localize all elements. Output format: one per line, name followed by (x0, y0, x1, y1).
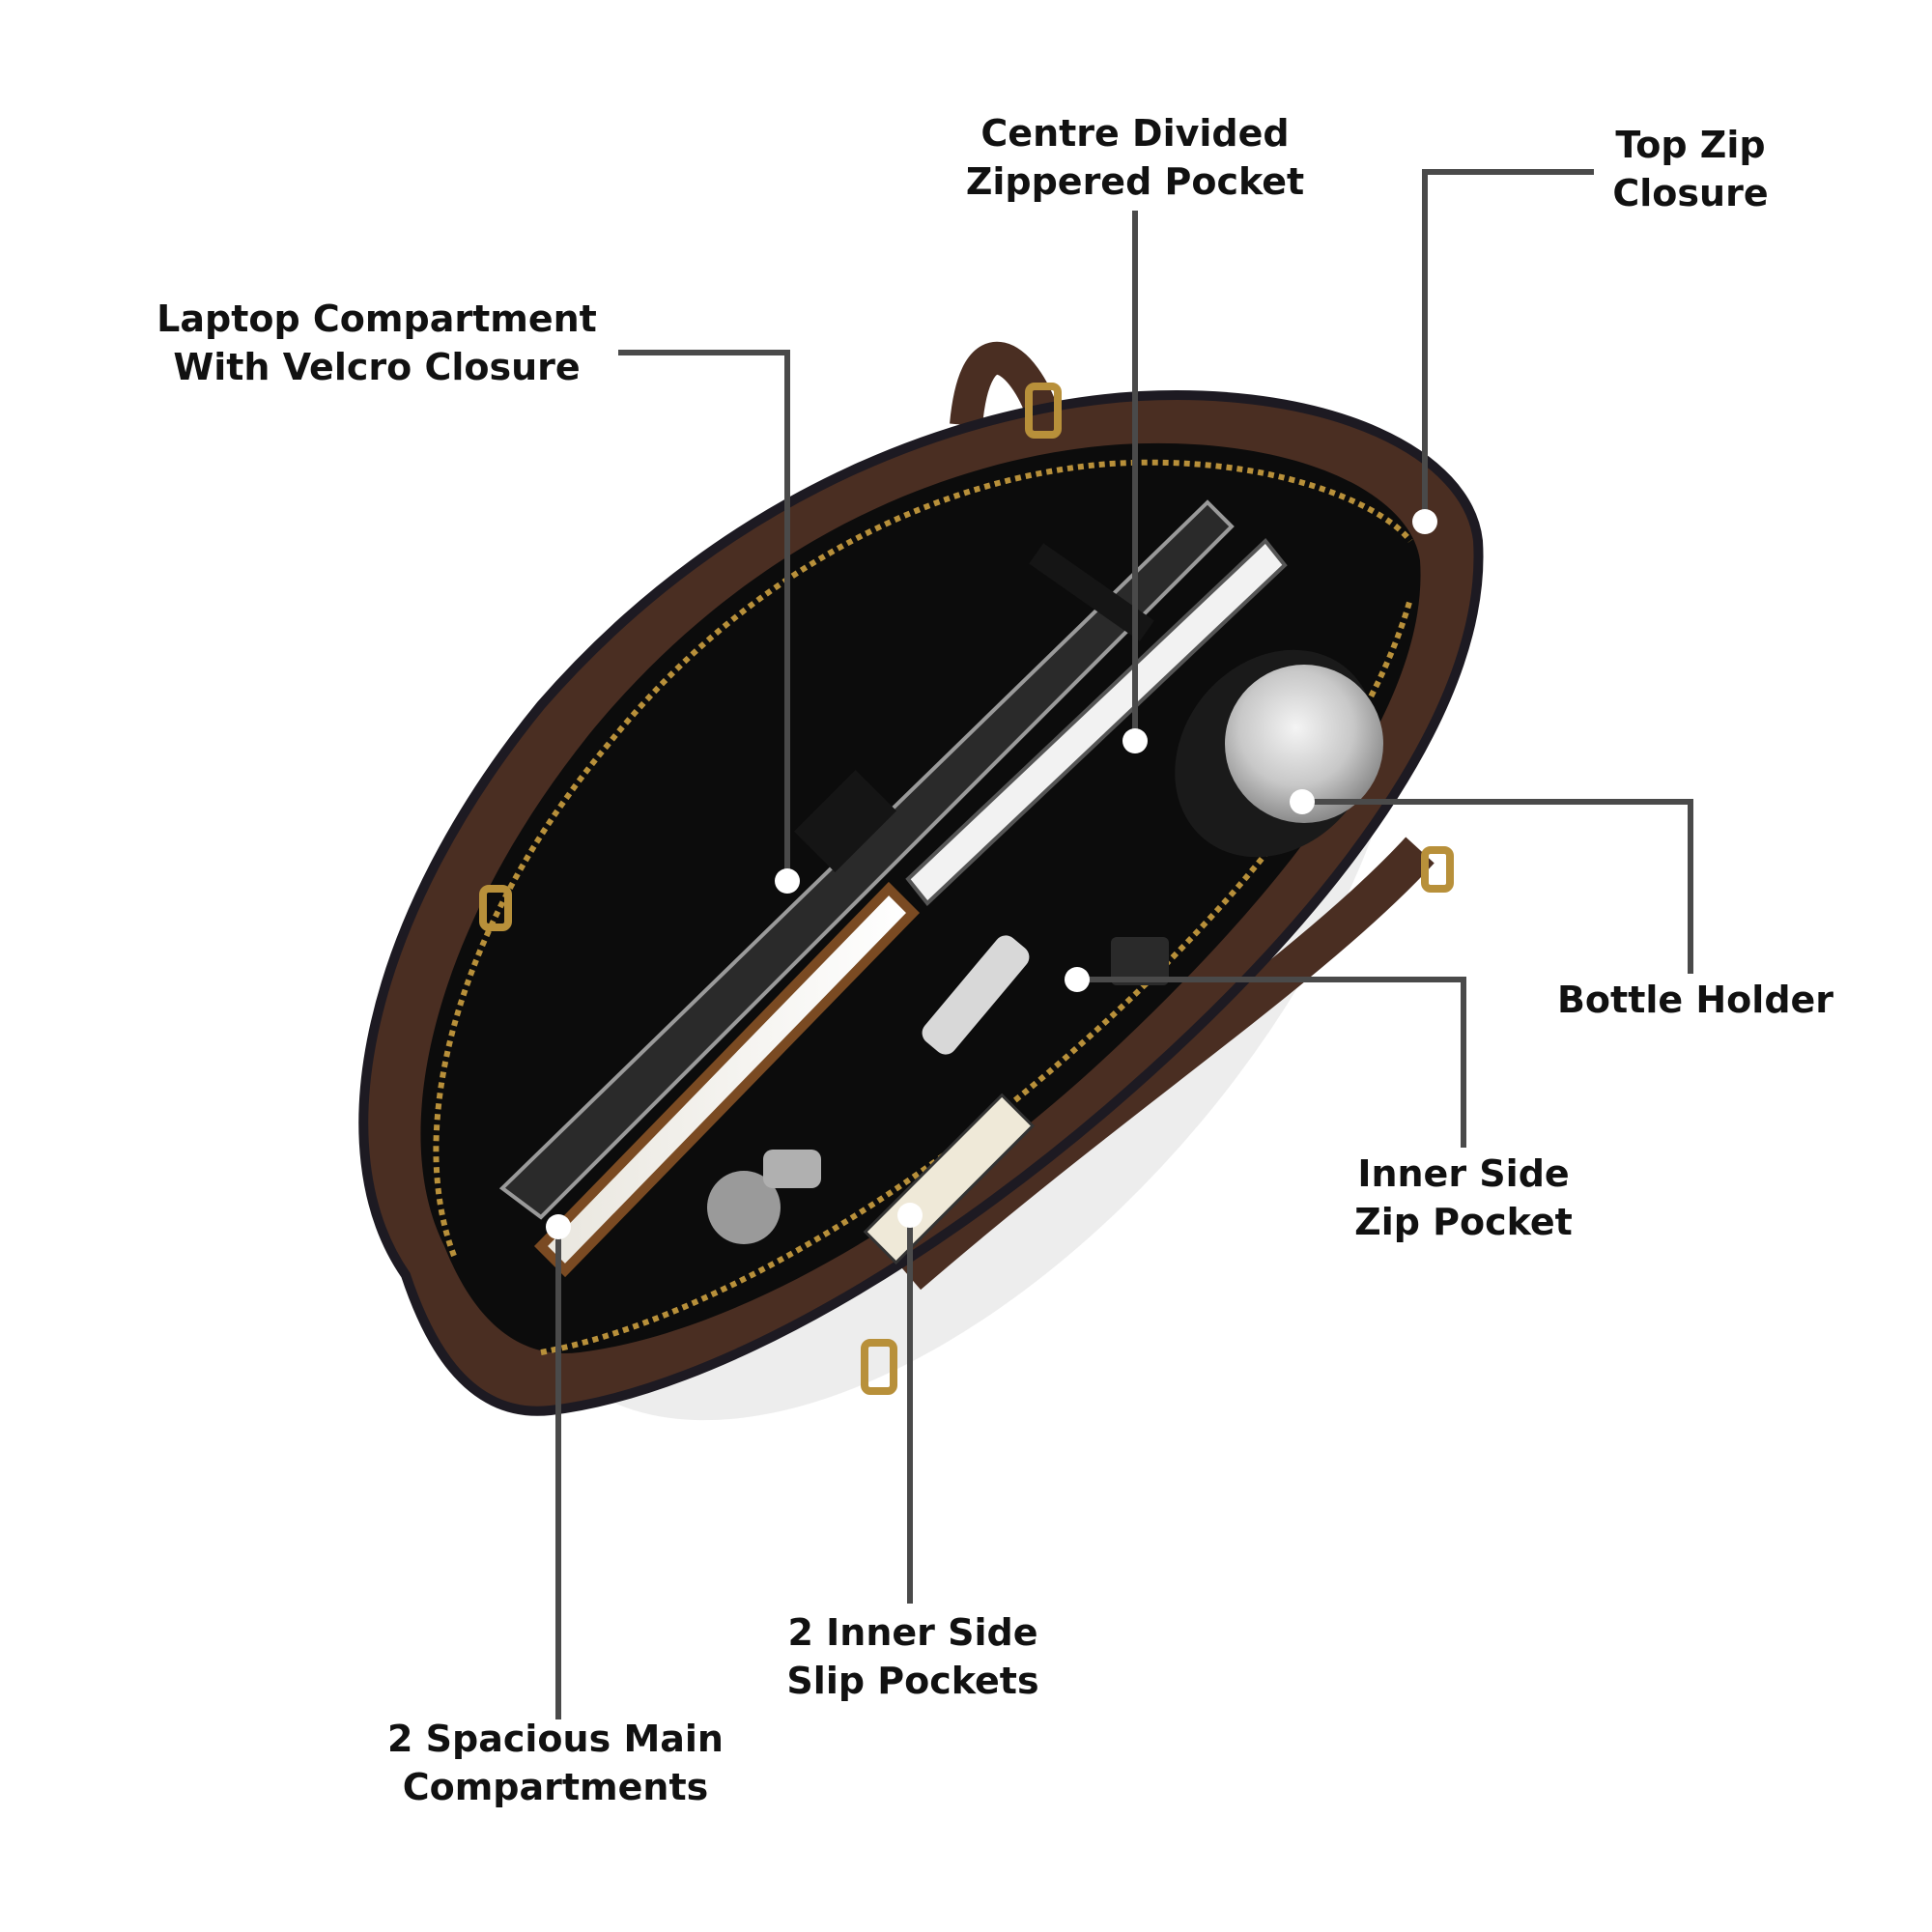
dot-main (546, 1214, 571, 1239)
callout-innerzip: Inner Side Zip Pocket (1338, 1150, 1589, 1246)
callout-laptop: Laptop Compartment With Velcro Closure (145, 295, 609, 391)
callout-slip-line1: 2 Inner Side (787, 1611, 1038, 1654)
callout-topzip: Top Zip Closure (1584, 121, 1797, 217)
leader-laptop (618, 350, 790, 879)
hardware-buckle-left (479, 885, 512, 931)
leader-innerzip (1077, 977, 1466, 1148)
callout-bottle: Bottle Holder (1546, 976, 1845, 1024)
anchor-dots (546, 509, 1437, 1239)
phone (922, 935, 1030, 1055)
hardware-buckle-top (1025, 383, 1062, 439)
callout-innerzip-line1: Inner Side (1357, 1152, 1570, 1195)
hardware-buckle-bottom (861, 1339, 897, 1395)
callout-main-line1: 2 Spacious Main (387, 1718, 724, 1760)
dot-topzip (1412, 509, 1437, 534)
bottle-cap (1225, 665, 1383, 823)
callout-slip-line2: Slip Pockets (786, 1660, 1039, 1702)
velcro-strap-upper (1029, 543, 1154, 641)
callout-centre: Centre Divided Zippered Pocket (952, 109, 1319, 206)
dot-innerzip (1065, 967, 1090, 992)
leader-topzip (1422, 169, 1594, 520)
keychain (763, 1150, 821, 1188)
laptop (498, 499, 1235, 1220)
callout-centre-line1: Centre Divided (980, 112, 1290, 155)
callout-topzip-line1: Top Zip (1615, 124, 1766, 166)
callout-main-line2: Compartments (402, 1766, 709, 1808)
callout-bottle-line1: Bottle Holder (1556, 979, 1834, 1021)
keys (707, 1171, 781, 1244)
callout-slip: 2 Inner Side Slip Pockets (773, 1608, 1053, 1705)
handle-top (950, 341, 1060, 427)
dot-centre (1122, 728, 1148, 753)
charger (1111, 937, 1169, 985)
callout-laptop-line2: With Velcro Closure (173, 346, 581, 388)
dot-laptop (775, 868, 800, 894)
callout-laptop-line1: Laptop Compartment (156, 298, 597, 340)
top-zipper (433, 459, 1413, 1258)
callout-centre-line2: Zippered Pocket (965, 160, 1305, 203)
bottom-zipper (540, 598, 1413, 1355)
callout-topzip-line2: Closure (1612, 172, 1769, 214)
leader-bottle (1302, 799, 1693, 974)
callout-main: 2 Spacious Main Compartments (382, 1715, 729, 1811)
leader-lines (555, 169, 1693, 1719)
velcro-strap (793, 769, 897, 873)
dot-bottle (1290, 789, 1315, 814)
dot-slip (897, 1203, 923, 1228)
divider-book (905, 538, 1288, 906)
callout-innerzip-line2: Zip Pocket (1354, 1201, 1573, 1243)
hardware-buckle-right (1421, 846, 1454, 893)
